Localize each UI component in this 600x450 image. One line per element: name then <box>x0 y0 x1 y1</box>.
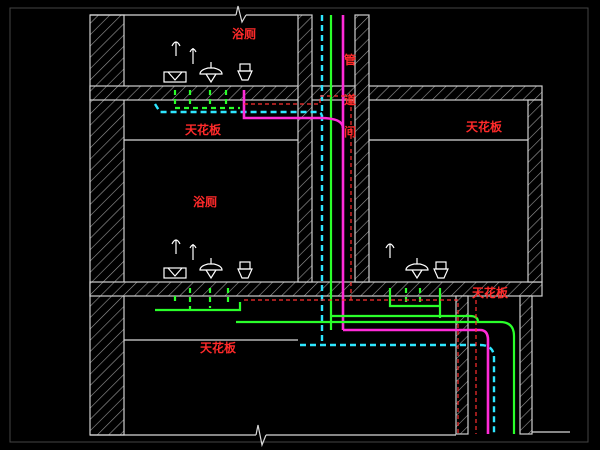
right-column <box>527 99 543 283</box>
upper-piping <box>153 90 352 129</box>
washbasin-icon <box>163 267 187 279</box>
faucet-icon <box>189 244 197 260</box>
left-wall <box>89 14 125 436</box>
ceiling-label-lower: 天花板 <box>200 340 237 355</box>
ceiling-label-lower-right: 天花板 <box>472 285 509 300</box>
ceiling-label-right: 天花板 <box>466 119 503 134</box>
faucet-icon <box>189 48 197 64</box>
urinal-icon <box>199 258 223 280</box>
toilet-icon <box>237 261 253 279</box>
bathroom-label-lower: 浴厕 <box>193 194 217 209</box>
lower-floor-slab <box>89 281 543 297</box>
faucet-icon <box>171 239 181 254</box>
building-structure <box>89 14 543 436</box>
riser-label-char2: 道 <box>344 92 356 107</box>
upper-magenta-branch <box>242 90 345 129</box>
lower-right-wall-b <box>519 295 533 435</box>
lower-magenta-main <box>343 328 490 434</box>
toilet-icon <box>433 261 449 279</box>
lower-cyan-main <box>300 343 496 434</box>
faucet-icon <box>385 243 395 258</box>
toilet-icon <box>237 63 253 81</box>
upper-red-vent <box>244 95 352 105</box>
upper-floor-slab <box>89 85 543 101</box>
urinal-icon <box>405 258 429 280</box>
riser-label-char3: 间 <box>344 124 356 139</box>
upper-fixtures <box>163 41 253 84</box>
risers <box>320 15 352 345</box>
lower-piping <box>155 288 516 434</box>
urinal-icon <box>199 62 223 84</box>
shaft-wall-left <box>297 14 313 283</box>
riser-label-char1: 管 <box>344 52 356 67</box>
lower-green-main <box>320 320 516 434</box>
ceiling-label-upper: 天花板 <box>185 122 222 137</box>
bathroom-label-upper: 浴厕 <box>232 26 256 41</box>
lower-green-branch-left <box>155 302 242 312</box>
washbasin-icon <box>163 71 187 83</box>
upper-green-branch-a <box>173 90 240 110</box>
outline-lines <box>90 5 570 448</box>
lower-fixtures <box>163 239 449 280</box>
shaft-wall-right <box>354 14 370 283</box>
lower-red-vent <box>244 299 459 434</box>
faucet-icon <box>171 41 181 56</box>
upper-cyan-branch <box>153 103 324 119</box>
diagram-frame <box>9 7 589 443</box>
